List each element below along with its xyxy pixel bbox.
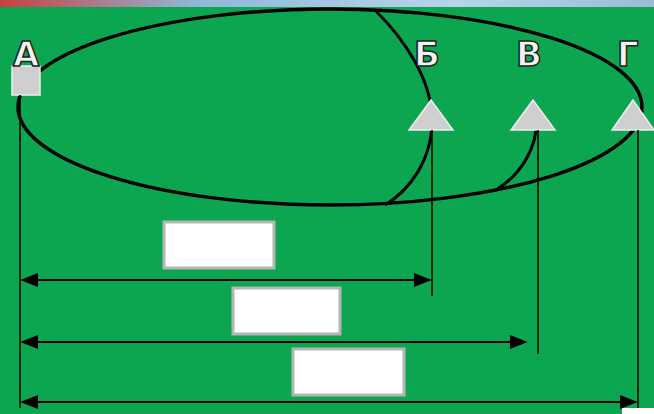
- point-letter: В: [516, 36, 542, 72]
- marker-triangle: [511, 100, 555, 130]
- extension-lines: [20, 95, 638, 410]
- point-letter: Б: [414, 36, 440, 72]
- track-ellipse: [18, 9, 642, 205]
- dimension-arrows: [22, 280, 636, 402]
- point-letter: Г: [617, 36, 639, 72]
- top-strip: [0, 0, 654, 7]
- corner-mark: [622, 408, 654, 414]
- marker-triangle: [612, 100, 654, 130]
- marker-triangle: [409, 100, 453, 130]
- blank-boxes: [164, 222, 404, 395]
- point-letter: А: [13, 36, 39, 72]
